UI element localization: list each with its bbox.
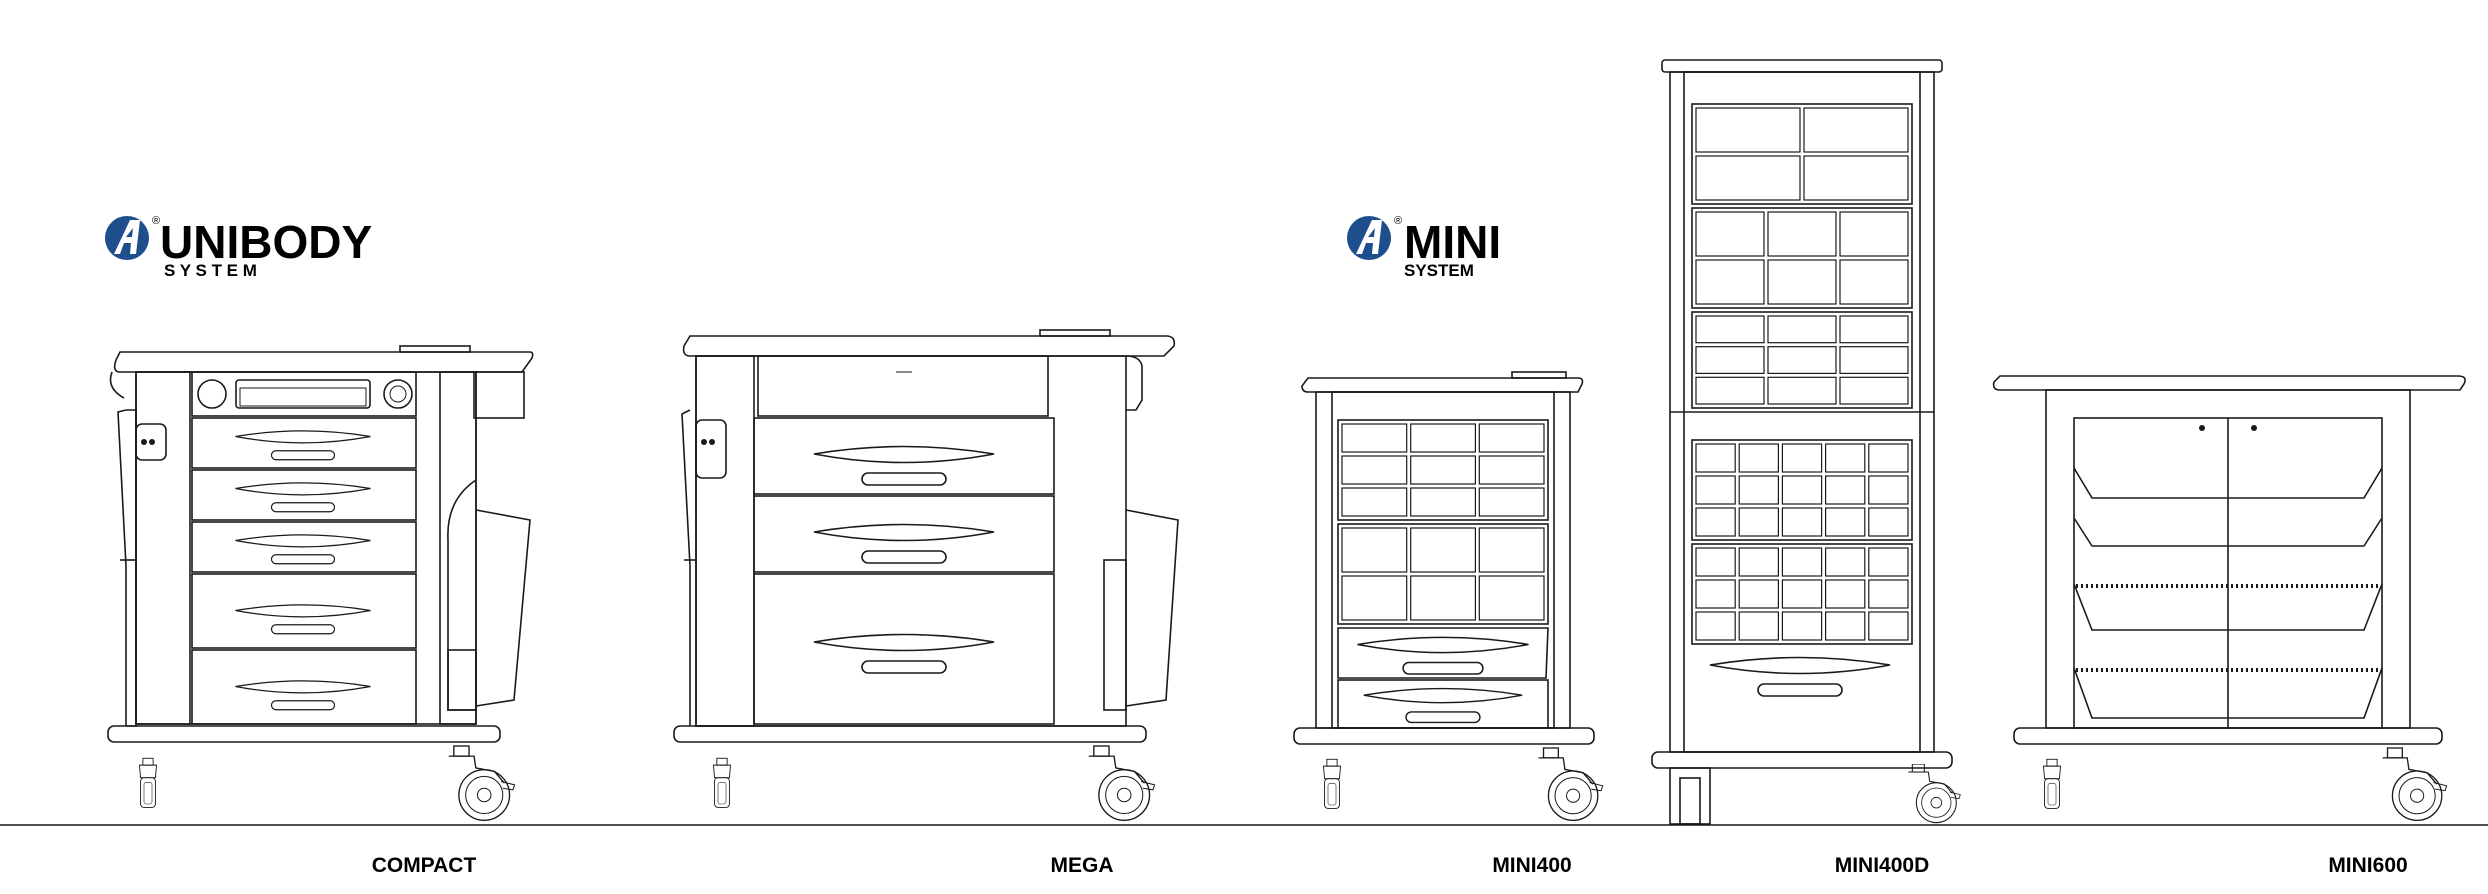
bin-compartment <box>1695 507 1736 537</box>
unibody-brand-sub: S Y S T E M <box>164 261 257 280</box>
bin-compartment <box>1839 376 1909 405</box>
bin-compartment <box>1410 527 1476 573</box>
bin-compartment <box>1695 376 1765 405</box>
bin-compartment <box>1410 575 1476 621</box>
model-label-mini400d: MINI400D <box>1835 854 1930 877</box>
mini400-cart-drawing <box>1293 371 1604 822</box>
bin-compartment <box>1341 455 1408 485</box>
bin-compartment <box>1868 475 1909 505</box>
bin-compartment <box>1695 547 1736 577</box>
bin-compartment <box>1781 611 1823 641</box>
circle-slash-a-logo-icon <box>105 216 149 260</box>
model-label-mini400: MINI400 <box>1492 854 1571 877</box>
bin-compartment <box>1839 346 1909 375</box>
bin-compartment <box>1738 579 1779 609</box>
mini-brand-name: MINI <box>1404 216 1501 268</box>
unibody-reg-mark: ® <box>152 215 160 227</box>
bin-compartment <box>1868 611 1909 641</box>
bin-compartment <box>1781 507 1823 537</box>
bin-compartment <box>1824 547 1866 577</box>
bin-compartment <box>1824 443 1866 473</box>
bin-compartment <box>1695 443 1736 473</box>
bin-compartment <box>1410 455 1476 485</box>
bin-compartment <box>1341 487 1408 517</box>
bin-compartment <box>1738 475 1779 505</box>
compact-cart-drawing <box>107 345 534 822</box>
drawer-bin-grids <box>1341 107 1909 641</box>
bin-compartment <box>1824 611 1866 641</box>
mini-reg-mark: ® <box>1394 215 1402 227</box>
bin-compartment <box>1868 507 1909 537</box>
bin-compartment <box>1767 376 1837 405</box>
bin-compartment <box>1868 579 1909 609</box>
bin-compartment <box>1781 475 1823 505</box>
mini600-cart-drawing <box>1992 375 2466 822</box>
bin-compartment <box>1341 527 1408 573</box>
bin-compartment <box>1478 575 1545 621</box>
bin-compartment <box>1824 579 1866 609</box>
circle-slash-a-logo-icon <box>1347 216 1391 260</box>
bin-compartment <box>1478 527 1545 573</box>
bin-compartment <box>1839 259 1909 305</box>
bin-compartment <box>1839 211 1909 257</box>
bin-compartment <box>1695 259 1765 305</box>
unibody-logo: ® UNIBODY S Y S T E M <box>105 215 372 280</box>
bin-compartment <box>1781 579 1823 609</box>
unibody-brand-name: UNIBODY <box>160 216 372 268</box>
bin-compartment <box>1824 475 1866 505</box>
model-label-mega: MEGA <box>1051 854 1114 877</box>
bin-compartment <box>1868 443 1909 473</box>
bin-compartment <box>1738 507 1779 537</box>
model-label-compact: COMPACT <box>372 854 477 877</box>
bin-compartment <box>1341 423 1408 453</box>
bin-compartment <box>1410 487 1476 517</box>
bin-compartment <box>1738 443 1779 473</box>
bin-compartment <box>1478 423 1545 453</box>
bin-compartment <box>1824 507 1866 537</box>
bin-compartment <box>1695 211 1765 257</box>
mini-brand-sub: SYSTEM <box>1404 261 1474 280</box>
bin-compartment <box>1695 579 1736 609</box>
mini-logo: ® MINI SYSTEM <box>1347 215 1501 280</box>
bin-compartment <box>1738 611 1779 641</box>
bin-compartment <box>1767 346 1837 375</box>
bin-compartment <box>1781 547 1823 577</box>
bin-compartment <box>1803 107 1909 153</box>
bin-compartment <box>1738 547 1779 577</box>
bin-compartment <box>1839 315 1909 344</box>
model-label-mini600: MINI600 <box>2328 854 2407 877</box>
bin-compartment <box>1695 611 1736 641</box>
bin-compartment <box>1767 315 1837 344</box>
mini400d-cart-drawing <box>1651 59 1961 825</box>
bin-compartment <box>1868 547 1909 577</box>
bin-compartment <box>1767 259 1837 305</box>
bin-compartment <box>1410 423 1476 453</box>
bin-compartment <box>1478 455 1545 485</box>
bin-compartment <box>1695 475 1736 505</box>
bin-compartment <box>1341 575 1408 621</box>
bin-compartment <box>1695 107 1801 153</box>
bin-compartment <box>1695 346 1765 375</box>
bin-compartment <box>1767 211 1837 257</box>
bin-compartment <box>1803 155 1909 201</box>
bin-compartment <box>1781 443 1823 473</box>
bin-compartment <box>1695 315 1765 344</box>
bin-compartment <box>1478 487 1545 517</box>
mega-cart-drawing <box>673 329 1179 822</box>
bin-compartment <box>1695 155 1801 201</box>
